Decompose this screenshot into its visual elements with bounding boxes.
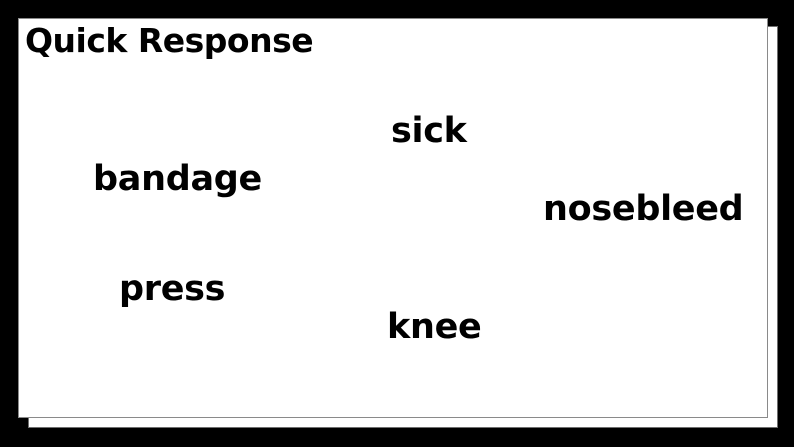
slide-card: Quick Response sick bandage nosebleed pr… <box>18 18 768 418</box>
word-nosebleed: nosebleed <box>543 189 744 229</box>
word-press: press <box>119 269 226 309</box>
word-knee: knee <box>387 307 482 347</box>
word-sick: sick <box>391 111 467 151</box>
word-bandage: bandage <box>93 159 262 199</box>
slide-title: Quick Response <box>25 21 314 60</box>
